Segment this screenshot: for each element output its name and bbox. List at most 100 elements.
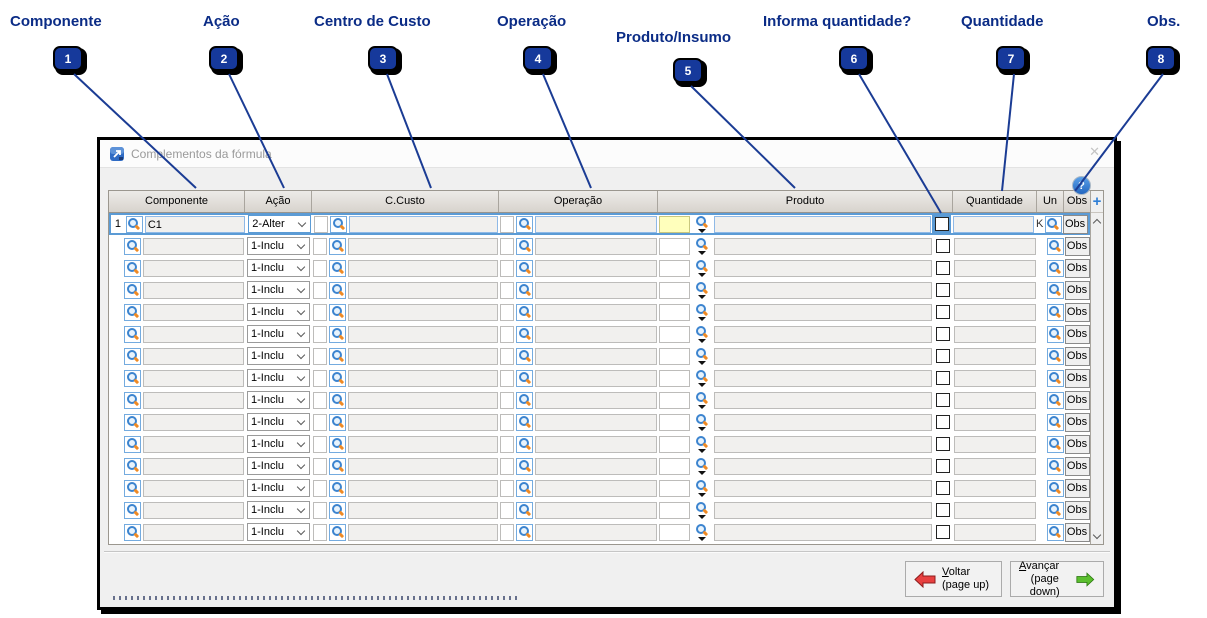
produto-search-icon[interactable] bbox=[696, 259, 708, 277]
operacao-field[interactable] bbox=[535, 457, 657, 475]
quantidade-field[interactable] bbox=[954, 281, 1036, 299]
ccusto-field[interactable] bbox=[348, 435, 498, 453]
operacao-search-button[interactable] bbox=[516, 523, 533, 541]
informa-quantidade-checkbox[interactable] bbox=[936, 393, 950, 407]
produto-search-icon[interactable] bbox=[696, 457, 708, 475]
produto-code-field[interactable] bbox=[659, 413, 690, 431]
componente-field[interactable] bbox=[143, 523, 244, 541]
scroll-up-icon[interactable] bbox=[1091, 213, 1103, 229]
operacao-field[interactable] bbox=[535, 237, 657, 255]
quantidade-field[interactable] bbox=[954, 479, 1036, 497]
ccusto-code-field[interactable] bbox=[313, 237, 327, 255]
ccusto-code-field[interactable] bbox=[313, 523, 327, 541]
ccusto-search-button[interactable] bbox=[329, 303, 346, 321]
quantidade-field[interactable] bbox=[954, 523, 1036, 541]
ccusto-search-button[interactable] bbox=[329, 347, 346, 365]
unidade-search-button[interactable] bbox=[1046, 281, 1064, 299]
close-icon[interactable]: ✕ bbox=[1089, 144, 1100, 159]
informa-quantidade-checkbox[interactable] bbox=[936, 371, 950, 385]
quantidade-field[interactable] bbox=[952, 215, 1035, 233]
componente-search-button[interactable] bbox=[124, 435, 141, 453]
componente-search-button[interactable] bbox=[125, 215, 143, 233]
operacao-search-button[interactable] bbox=[516, 325, 533, 343]
componente-field[interactable]: C1 bbox=[144, 215, 246, 233]
ccusto-field[interactable] bbox=[348, 479, 498, 497]
componente-field[interactable] bbox=[143, 325, 244, 343]
acao-dropdown[interactable]: 1-Inclu bbox=[247, 325, 310, 343]
produto-search-icon[interactable] bbox=[696, 413, 708, 431]
componente-field[interactable] bbox=[143, 501, 244, 519]
ccusto-search-button[interactable] bbox=[329, 457, 346, 475]
produto-search-icon[interactable] bbox=[695, 215, 708, 233]
unidade-search-button[interactable] bbox=[1046, 259, 1064, 277]
unidade-search-button[interactable] bbox=[1046, 237, 1064, 255]
quantidade-field[interactable] bbox=[954, 391, 1036, 409]
produto-search-icon[interactable] bbox=[696, 303, 708, 321]
componente-field[interactable] bbox=[143, 369, 244, 387]
produto-search-icon[interactable] bbox=[696, 501, 708, 519]
operacao-code-field[interactable] bbox=[500, 501, 514, 519]
produto-search-icon[interactable] bbox=[696, 237, 708, 255]
operacao-code-field[interactable] bbox=[500, 303, 514, 321]
ccusto-search-button[interactable] bbox=[329, 391, 346, 409]
componente-search-button[interactable] bbox=[124, 237, 141, 255]
operacao-code-field[interactable] bbox=[500, 325, 514, 343]
ccusto-search-button[interactable] bbox=[329, 325, 346, 343]
vertical-scrollbar[interactable] bbox=[1091, 213, 1103, 544]
ccusto-field[interactable] bbox=[348, 237, 498, 255]
acao-dropdown[interactable]: 1-Inclu bbox=[247, 501, 310, 519]
ccusto-field[interactable] bbox=[348, 325, 498, 343]
ccusto-field[interactable] bbox=[348, 347, 498, 365]
operacao-field[interactable] bbox=[535, 479, 657, 497]
componente-search-button[interactable] bbox=[124, 369, 141, 387]
ccusto-search-button[interactable] bbox=[329, 501, 346, 519]
produto-search-icon[interactable] bbox=[696, 435, 708, 453]
unidade-search-button[interactable] bbox=[1046, 435, 1064, 453]
operacao-search-button[interactable] bbox=[516, 435, 533, 453]
operacao-code-field[interactable] bbox=[500, 281, 514, 299]
informa-quantidade-checkbox[interactable] bbox=[936, 459, 950, 473]
acao-dropdown[interactable]: 1-Inclu bbox=[247, 259, 310, 277]
ccusto-field[interactable] bbox=[348, 413, 498, 431]
produto-field[interactable] bbox=[714, 457, 932, 475]
operacao-field[interactable] bbox=[535, 369, 657, 387]
informa-quantidade-checkbox[interactable] bbox=[936, 525, 950, 539]
obs-button[interactable]: Obs bbox=[1064, 478, 1090, 498]
componente-field[interactable] bbox=[143, 479, 244, 497]
acao-dropdown[interactable]: 1-Inclu bbox=[247, 391, 310, 409]
informa-quantidade-checkbox[interactable] bbox=[936, 503, 950, 517]
componente-search-button[interactable] bbox=[124, 523, 141, 541]
acao-dropdown[interactable]: 1-Inclu bbox=[247, 347, 310, 365]
operacao-search-button[interactable] bbox=[516, 457, 533, 475]
ccusto-code-field[interactable] bbox=[313, 479, 327, 497]
quantidade-field[interactable] bbox=[954, 303, 1036, 321]
ccusto-code-field[interactable] bbox=[313, 281, 327, 299]
produto-field[interactable] bbox=[714, 237, 932, 255]
produto-code-field[interactable] bbox=[659, 457, 690, 475]
produto-search-icon[interactable] bbox=[696, 391, 708, 409]
quantidade-field[interactable] bbox=[954, 325, 1036, 343]
quantidade-field[interactable] bbox=[954, 435, 1036, 453]
operacao-field[interactable] bbox=[535, 259, 657, 277]
informa-quantidade-checkbox[interactable] bbox=[936, 415, 950, 429]
produto-search-icon[interactable] bbox=[696, 479, 708, 497]
informa-quantidade-checkbox[interactable] bbox=[936, 305, 950, 319]
acao-dropdown[interactable]: 1-Inclu bbox=[247, 457, 310, 475]
add-row-button[interactable]: + bbox=[1091, 191, 1103, 213]
operacao-field[interactable] bbox=[535, 215, 657, 233]
componente-search-button[interactable] bbox=[124, 325, 141, 343]
operacao-code-field[interactable] bbox=[500, 413, 514, 431]
informa-quantidade-checkbox[interactable] bbox=[934, 217, 949, 231]
ccusto-code-field[interactable] bbox=[313, 391, 327, 409]
quantidade-field[interactable] bbox=[954, 501, 1036, 519]
ccusto-field[interactable] bbox=[348, 457, 498, 475]
operacao-search-button[interactable] bbox=[516, 479, 533, 497]
informa-quantidade-checkbox[interactable] bbox=[936, 239, 950, 253]
componente-search-button[interactable] bbox=[124, 281, 141, 299]
operacao-field[interactable] bbox=[535, 413, 657, 431]
obs-button[interactable]: Obs bbox=[1064, 324, 1090, 344]
produto-code-field[interactable] bbox=[659, 501, 690, 519]
obs-button[interactable]: Obs bbox=[1064, 280, 1090, 300]
ccusto-search-button[interactable] bbox=[329, 281, 346, 299]
unidade-search-button[interactable] bbox=[1046, 303, 1064, 321]
